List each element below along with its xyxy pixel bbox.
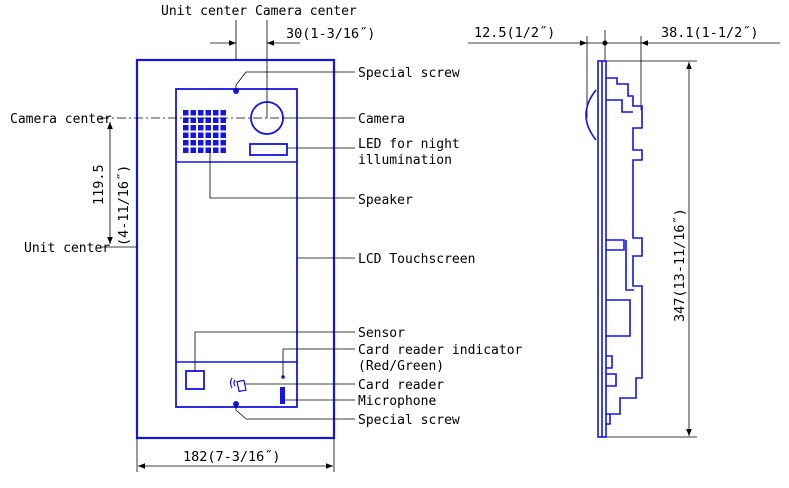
led-night-illumination: [249, 143, 288, 156]
callout-speaker: Speaker: [358, 193, 413, 208]
speaker-hole: [213, 147, 219, 153]
speaker-hole: [183, 117, 189, 123]
speaker-hole: [190, 147, 196, 153]
speaker-hole: [183, 147, 189, 153]
speaker-hole: [198, 125, 204, 131]
callout-card-indicator-line1: Card reader indicator: [358, 343, 523, 358]
speaker-hole: [190, 110, 196, 116]
speaker-hole: [198, 147, 204, 153]
callout-camera: Camera: [358, 112, 405, 127]
card-reader-symbol: [229, 377, 247, 393]
speaker-hole: [213, 110, 219, 116]
speaker-grille: [183, 110, 226, 153]
speaker-hole: [213, 132, 219, 138]
speaker-hole: [190, 132, 196, 138]
speaker-hole: [220, 147, 226, 153]
microphone-slot: [280, 387, 285, 404]
speaker-hole: [198, 117, 204, 123]
camera-offset-dimension: 30(1-3/16˝): [286, 26, 375, 42]
left-label-camera-center: Camera center: [10, 112, 112, 127]
speaker-hole: [198, 132, 204, 138]
callout-special-screw-top: Special screw: [358, 66, 460, 81]
speaker-hole: [183, 140, 189, 146]
left-label-unit-center: Unit center: [24, 241, 110, 256]
height-dimension: 347(13-11/16˝): [672, 208, 688, 322]
speaker-hole: [220, 132, 226, 138]
callout-lcd: LCD Touchscreen: [358, 252, 475, 267]
speaker-hole: [190, 140, 196, 146]
speaker-hole: [183, 110, 189, 116]
top-label-camera-center: Camera center: [255, 4, 357, 19]
callout-card-indicator-line2: (Red/Green): [358, 359, 444, 374]
speaker-hole: [205, 132, 211, 138]
depth-front-dimension: 12.5(1/2˝): [474, 25, 555, 41]
callout-microphone: Microphone: [358, 394, 436, 409]
speaker-hole: [198, 110, 204, 116]
outer-frame: [135, 58, 336, 440]
speaker-hole: [213, 125, 219, 131]
vertical-dimension-in: (4-11/16˝): [116, 165, 132, 246]
speaker-hole: [190, 125, 196, 131]
callout-card-reader: Card reader: [358, 378, 444, 393]
speaker-hole: [205, 110, 211, 116]
speaker-hole: [205, 117, 211, 123]
speaker-hole: [220, 117, 226, 123]
speaker-hole: [183, 132, 189, 138]
side-profile: [585, 60, 643, 438]
callout-sensor: Sensor: [358, 326, 405, 341]
speaker-hole: [213, 117, 219, 123]
speaker-hole: [198, 140, 204, 146]
speaker-hole: [190, 117, 196, 123]
speaker-hole: [183, 125, 189, 131]
speaker-hole: [205, 140, 211, 146]
depth-total-dimension: 38.1(1-1/2˝): [661, 25, 759, 41]
speaker-hole: [205, 147, 211, 153]
vertical-dimension-mm: 119.5: [91, 164, 107, 205]
callout-led-line2: illumination: [358, 153, 452, 168]
front-view: Unit center Camera center 30(1-3/16˝) Ca…: [10, 4, 523, 472]
speaker-hole: [205, 125, 211, 131]
speaker-hole: [213, 140, 219, 146]
leader-lines: [194, 71, 355, 420]
speaker-hole: [220, 140, 226, 146]
width-dimension: 182(7-3/16˝): [183, 449, 281, 465]
speaker-hole: [220, 125, 226, 131]
side-view: 12.5(1/2˝) 38.1(1-1/2˝) 347(13-11/16˝): [468, 25, 780, 438]
sensor: [185, 370, 205, 390]
callout-special-screw-bottom: Special screw: [358, 413, 460, 428]
speaker-hole: [220, 110, 226, 116]
callout-led-line1: LED for night: [358, 137, 460, 152]
top-label-unit-center: Unit center: [161, 4, 247, 19]
